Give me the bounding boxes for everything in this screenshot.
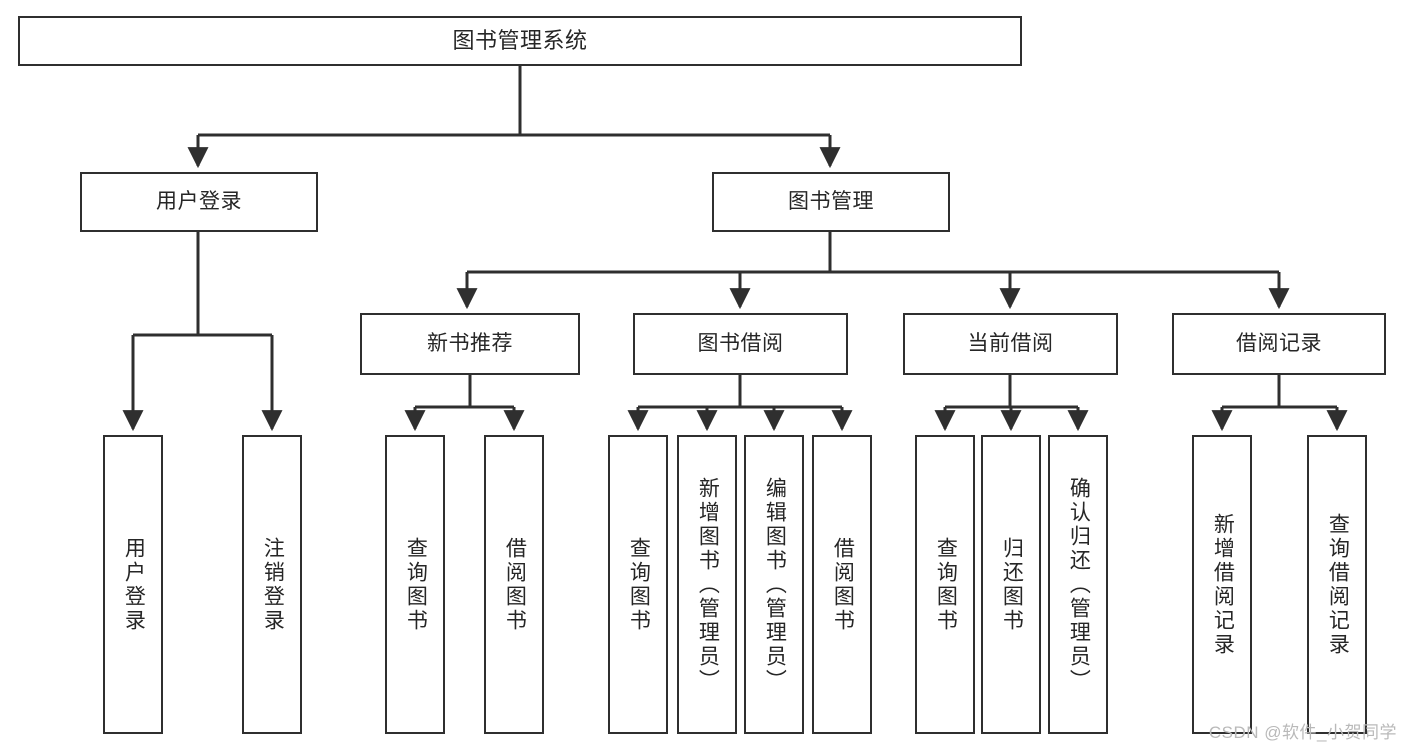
node-leaf-query-book-1[interactable]: 查询图书 [385, 435, 445, 734]
node-leaf-add-book[interactable]: 新增图书（管理员） [677, 435, 737, 734]
node-leaf-return-book-label: 归还图书 [1000, 536, 1024, 633]
node-leaf-add-record[interactable]: 新增借阅记录 [1192, 435, 1252, 734]
node-borrow-record-label: 借阅记录 [1236, 332, 1322, 356]
node-new-book-recommend[interactable]: 新书推荐 [360, 313, 580, 375]
node-current-borrow[interactable]: 当前借阅 [903, 313, 1118, 375]
node-leaf-query-book-1-label: 查询图书 [404, 536, 428, 633]
node-new-book-recommend-label: 新书推荐 [427, 332, 513, 356]
node-leaf-query-book-2[interactable]: 查询图书 [608, 435, 668, 734]
node-current-borrow-label: 当前借阅 [967, 332, 1054, 356]
node-leaf-query-book-2-label: 查询图书 [627, 536, 651, 633]
node-borrow-record[interactable]: 借阅记录 [1172, 313, 1386, 375]
node-user-login-label: 用户登录 [156, 190, 242, 214]
node-leaf-query-book-3[interactable]: 查询图书 [915, 435, 975, 734]
node-leaf-return-book[interactable]: 归还图书 [981, 435, 1041, 734]
node-leaf-edit-book-label: 编辑图书（管理员） [763, 476, 787, 693]
node-leaf-query-record-label: 查询借阅记录 [1326, 512, 1350, 657]
node-leaf-confirm-return[interactable]: 确认归还（管理员） [1048, 435, 1108, 734]
node-leaf-user-login-label: 用户登录 [122, 536, 146, 633]
node-leaf-edit-book[interactable]: 编辑图书（管理员） [744, 435, 804, 734]
node-book-manage-label: 图书管理 [788, 190, 874, 214]
node-leaf-add-book-label: 新增图书（管理员） [696, 476, 720, 693]
node-book-manage[interactable]: 图书管理 [712, 172, 950, 232]
node-leaf-borrow-book-1[interactable]: 借阅图书 [484, 435, 544, 734]
node-root[interactable]: 图书管理系统 [18, 16, 1022, 66]
node-leaf-user-login[interactable]: 用户登录 [103, 435, 163, 734]
node-leaf-user-logout-label: 注销登录 [261, 536, 285, 633]
node-leaf-query-record[interactable]: 查询借阅记录 [1307, 435, 1367, 734]
node-leaf-borrow-book-2[interactable]: 借阅图书 [812, 435, 872, 734]
node-book-borrow-label: 图书借阅 [697, 332, 784, 356]
csdn-watermark: CSDN @软件_小贺同学 [1208, 723, 1397, 742]
node-root-label: 图书管理系统 [452, 27, 588, 53]
node-book-borrow[interactable]: 图书借阅 [633, 313, 848, 375]
node-leaf-query-book-3-label: 查询图书 [934, 536, 958, 633]
node-leaf-borrow-book-2-label: 借阅图书 [831, 536, 855, 633]
node-leaf-add-record-label: 新增借阅记录 [1211, 512, 1235, 657]
node-leaf-user-logout[interactable]: 注销登录 [242, 435, 302, 734]
node-leaf-confirm-return-label: 确认归还（管理员） [1067, 476, 1091, 693]
node-user-login[interactable]: 用户登录 [80, 172, 318, 232]
node-leaf-borrow-book-1-label: 借阅图书 [503, 536, 527, 633]
